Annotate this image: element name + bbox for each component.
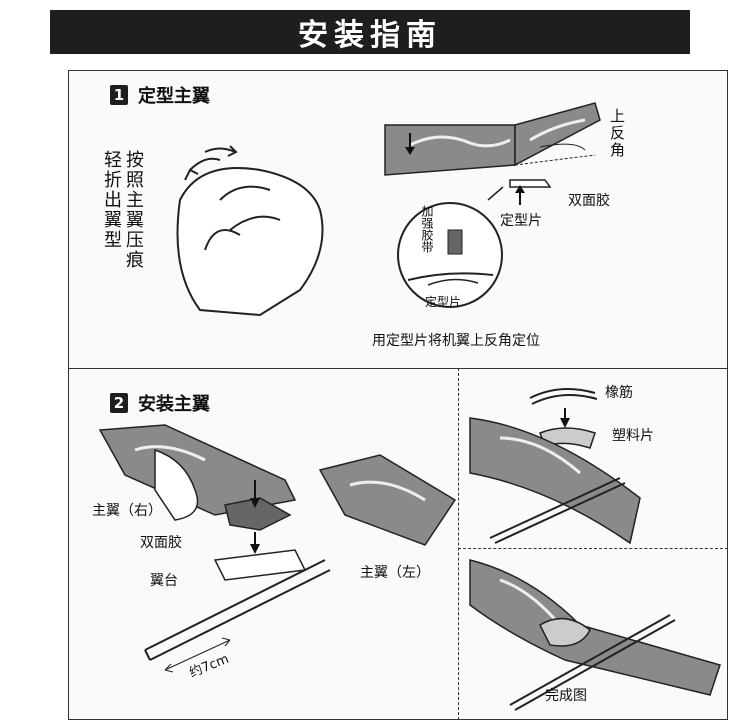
finished-label: 完成图 bbox=[545, 688, 587, 704]
step2-number: 2 bbox=[110, 393, 128, 413]
step1-caption: 用定型片将机翼上反角定位 bbox=[372, 333, 540, 349]
double-sided-tape-label-2: 双面胶 bbox=[140, 535, 182, 551]
section-divider bbox=[68, 368, 728, 369]
finished-assembly-illustration bbox=[469, 559, 721, 711]
rubber-band-install-illustration bbox=[469, 388, 641, 545]
detail-zoom-circle bbox=[397, 186, 504, 308]
page-title-bar: 安装指南 bbox=[50, 10, 690, 54]
wing-mount-label: 翼台 bbox=[150, 573, 178, 589]
instruction-frame bbox=[68, 70, 728, 720]
reinforcement-tape-label: 加强胶带 bbox=[420, 205, 434, 253]
upper-angle-label: 上反角 bbox=[608, 108, 626, 159]
panel-divider-vertical bbox=[458, 368, 459, 720]
double-sided-tape-label-1: 双面胶 bbox=[568, 193, 610, 209]
panel-divider-horizontal bbox=[458, 548, 728, 549]
shaping-piece-detail-label: 定型片 bbox=[425, 295, 462, 309]
plastic-piece-label: 塑料片 bbox=[612, 428, 654, 444]
step1-heading: 1 定型主翼 bbox=[110, 82, 210, 108]
step2-heading: 2 安装主翼 bbox=[110, 390, 210, 416]
step1-title: 定型主翼 bbox=[138, 86, 210, 107]
shaping-piece-illustration bbox=[509, 179, 552, 205]
step1-instruction: 按照主翼压痕轻折出翼型 bbox=[101, 150, 144, 270]
wing-assembly-illustration bbox=[98, 424, 457, 673]
step2-title: 安装主翼 bbox=[138, 394, 210, 415]
wing-dihedral-illustration bbox=[384, 102, 601, 176]
shaping-piece-label: 定型片 bbox=[500, 213, 542, 229]
hand-folding-illustration bbox=[176, 145, 324, 317]
page-title: 安装指南 bbox=[298, 18, 442, 53]
left-wing-label: 主翼（左） bbox=[360, 565, 430, 581]
rubber-band-label: 橡筋 bbox=[605, 385, 633, 401]
right-wing-label: 主翼（右） bbox=[92, 503, 162, 519]
step1-number: 1 bbox=[110, 85, 128, 105]
